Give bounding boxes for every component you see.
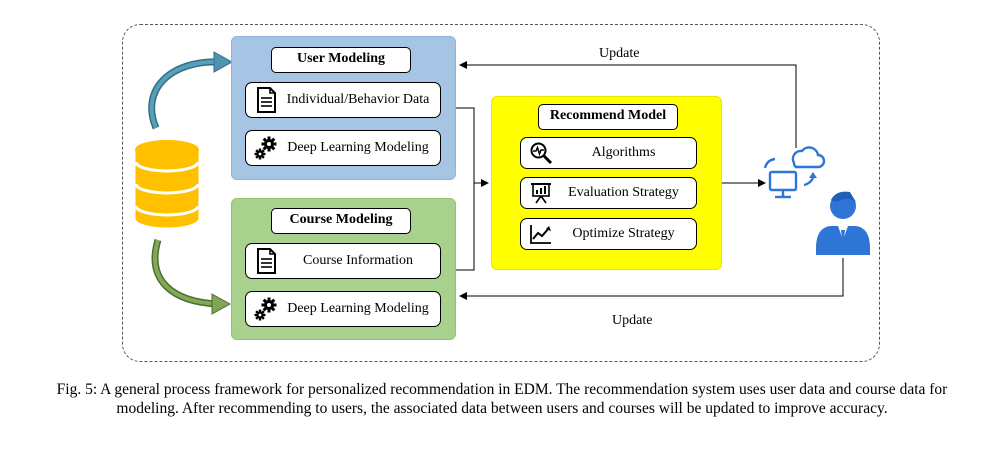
curved-arrow-top	[148, 58, 221, 130]
framework-boundary	[122, 24, 880, 362]
database-icon	[134, 140, 200, 228]
box-label: Deep Learning Modeling	[287, 301, 429, 316]
box-label: Evaluation Strategy	[568, 185, 679, 200]
gears-icon	[252, 134, 280, 162]
document-icon	[252, 247, 280, 275]
course-modeling-title: Course Modeling	[271, 208, 411, 234]
box-label: Course Information	[302, 253, 414, 268]
user-icon	[816, 191, 870, 255]
gears-icon	[252, 295, 280, 323]
algorithms-box: Algorithms	[520, 137, 697, 169]
optimize-strategy-box: Optimize Strategy	[520, 218, 697, 250]
presentation-chart-icon	[527, 179, 555, 207]
magnifier-icon	[527, 139, 555, 167]
cloud-computer-icon	[763, 146, 826, 199]
update-top-label: Update	[599, 46, 640, 61]
recommend-model-title: Recommend Model	[538, 104, 678, 130]
evaluation-strategy-box: Evaluation Strategy	[520, 177, 697, 209]
user-to-model-line	[456, 107, 489, 187]
curved-arrow-bottom	[151, 238, 219, 308]
document-icon	[252, 86, 280, 114]
box-label: Optimize Strategy	[572, 226, 675, 241]
figure-caption: Fig. 5: A general process framework for …	[56, 381, 948, 417]
course-to-model-line	[456, 183, 475, 271]
user-modeling-title: User Modeling	[271, 47, 411, 73]
individual-behavior-data-box: Individual/Behavior Data	[245, 82, 441, 118]
box-label: Algorithms	[591, 145, 656, 160]
box-label: Deep Learning Modeling	[287, 140, 429, 155]
curved-arrow-bottom-head	[211, 293, 232, 315]
line-chart-icon	[527, 220, 555, 248]
curved-arrow-top-head	[213, 51, 234, 73]
update-bottom-label: Update	[612, 313, 653, 328]
course-information-box: Course Information	[245, 243, 441, 279]
user-deep-learning-modeling-box: Deep Learning Modeling	[245, 130, 441, 166]
update-bottom-line	[459, 258, 844, 300]
course-deep-learning-modeling-box: Deep Learning Modeling	[245, 291, 441, 327]
update-top-line	[459, 61, 797, 148]
box-label: Individual/Behavior Data	[286, 92, 430, 107]
